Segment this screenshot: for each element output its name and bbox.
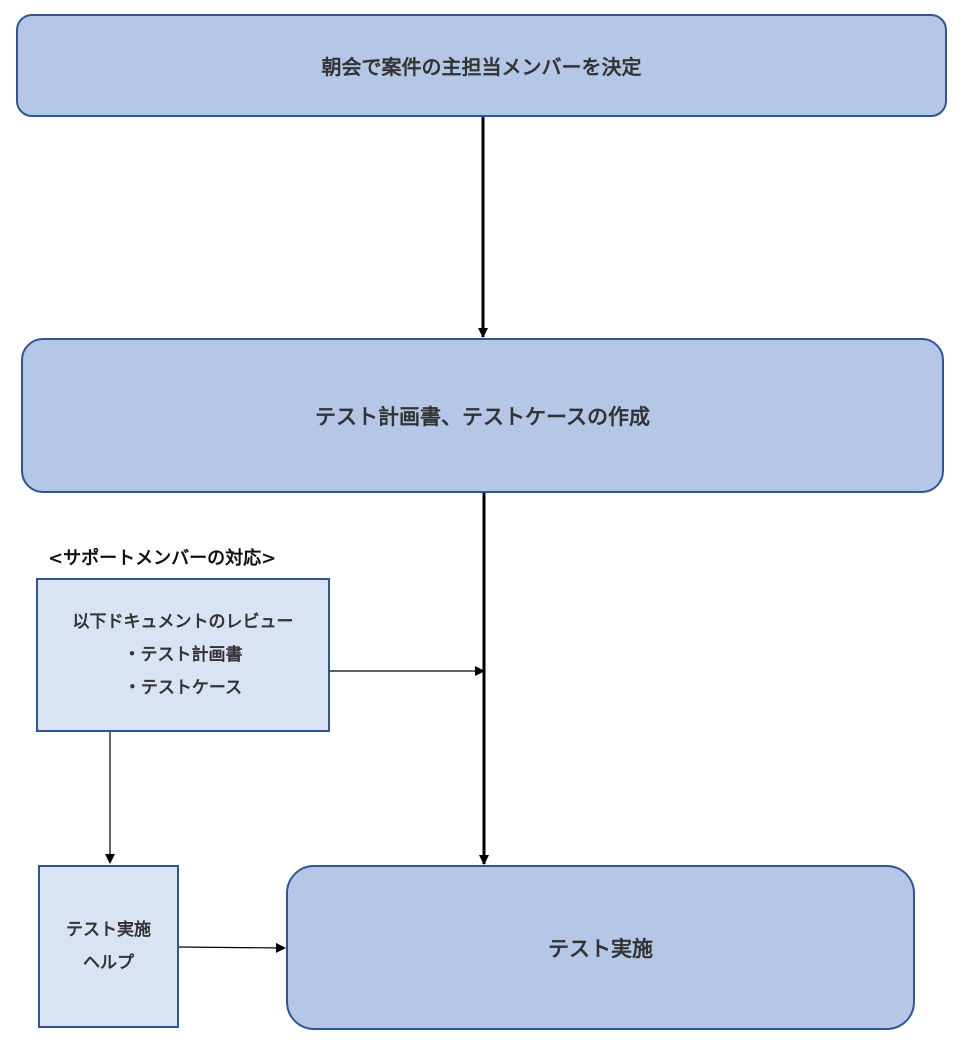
step-create-test-plan: テスト計画書、テストケースの作成 (21, 338, 944, 493)
step-morning-meeting-label: 朝会で案件の主担当メンバーを決定 (321, 55, 642, 79)
step-morning-meeting: 朝会で案件の主担当メンバーを決定 (16, 14, 947, 117)
arrow-help-to-run (178, 942, 286, 953)
support-review-box: 以下ドキュメントのレビュー ・テスト計画書 ・テストケース (36, 578, 330, 732)
step-run-tests-label: テスト実施 (548, 936, 653, 961)
support-review-item: ・テスト計画書 (123, 644, 243, 665)
support-test-help-box: テスト実施 ヘルプ (38, 865, 179, 1028)
support-review-item: ・テストケース (123, 677, 243, 698)
step-run-tests: テスト実施 (286, 865, 915, 1030)
support-members-heading: <サポートメンバーの対応> (48, 548, 277, 569)
support-help-line: テスト実施 (66, 919, 151, 940)
support-review-title: 以下ドキュメントのレビュー (72, 611, 294, 632)
step-create-test-plan-label: テスト計画書、テストケースの作成 (315, 404, 650, 429)
support-help-line: ヘルプ (83, 952, 134, 973)
